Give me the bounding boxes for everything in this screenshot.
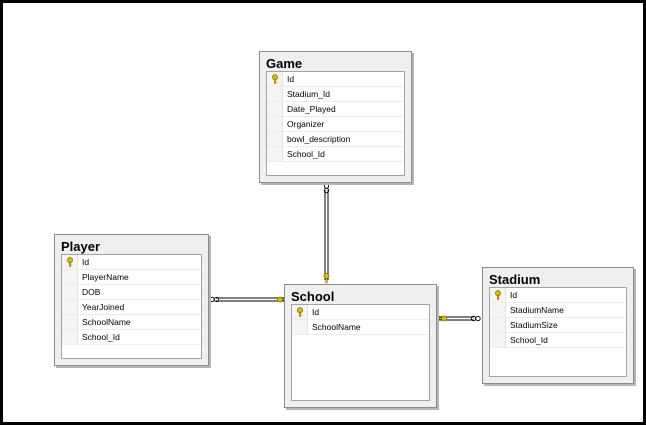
column-row[interactable]: YearJoined bbox=[62, 300, 201, 315]
column-list: Id Stadium_Id Date_Played Organizer bowl… bbox=[266, 71, 405, 176]
key-icon bbox=[495, 290, 501, 300]
column-row[interactable]: PlayerName bbox=[62, 270, 201, 285]
table-title[interactable]: Game bbox=[266, 56, 303, 71]
column-selector bbox=[267, 147, 283, 161]
column-selector bbox=[267, 117, 283, 131]
column-row[interactable]: DOB bbox=[62, 285, 201, 300]
column-name: Organizer bbox=[287, 119, 325, 129]
column-list: Id PlayerName DOB YearJoined SchoolName … bbox=[61, 254, 202, 359]
column-row[interactable]: Id bbox=[267, 72, 404, 87]
table-game[interactable]: Game Id Stadium_Id Date_Played Organizer… bbox=[259, 51, 412, 183]
column-row[interactable]: Id bbox=[292, 305, 429, 320]
column-selector bbox=[267, 87, 283, 101]
column-row[interactable]: Stadium_Id bbox=[267, 87, 404, 102]
column-name: StadiumSize bbox=[510, 320, 558, 330]
column-selector bbox=[490, 318, 506, 332]
key-icon bbox=[323, 273, 330, 284]
column-name: School_Id bbox=[82, 332, 120, 342]
column-row[interactable]: Organizer bbox=[267, 117, 404, 132]
column-row[interactable]: SchoolName bbox=[292, 320, 429, 335]
column-name: YearJoined bbox=[82, 302, 125, 312]
column-row[interactable]: bowl_description bbox=[267, 132, 404, 147]
infinity-icon bbox=[209, 296, 220, 303]
column-selector bbox=[62, 255, 78, 269]
column-name: DOB bbox=[82, 287, 101, 297]
column-name: Date_Played bbox=[287, 104, 336, 114]
column-selector bbox=[62, 270, 78, 284]
column-row[interactable]: Id bbox=[490, 288, 626, 303]
column-name: School_Id bbox=[510, 335, 548, 345]
column-row[interactable]: Id bbox=[62, 255, 201, 270]
column-selector bbox=[490, 333, 506, 347]
column-name: SchoolName bbox=[82, 317, 131, 327]
key-icon bbox=[67, 257, 73, 267]
column-name: Id bbox=[82, 257, 90, 267]
column-row[interactable]: School_Id bbox=[62, 330, 201, 345]
column-row[interactable]: Date_Played bbox=[267, 102, 404, 117]
column-row[interactable]: SchoolName bbox=[62, 315, 201, 330]
key-icon bbox=[297, 307, 303, 317]
column-selector bbox=[490, 303, 506, 317]
column-selector bbox=[267, 72, 283, 86]
column-name: StadiumName bbox=[510, 305, 564, 315]
infinity-icon bbox=[323, 183, 330, 194]
column-name: Id bbox=[312, 307, 320, 317]
column-list: Id StadiumName StadiumSize School_Id bbox=[489, 287, 627, 377]
column-selector bbox=[267, 102, 283, 116]
column-selector bbox=[292, 320, 308, 334]
column-name: PlayerName bbox=[82, 272, 129, 282]
table-school[interactable]: School Id SchoolName bbox=[284, 284, 437, 408]
column-name: SchoolName bbox=[312, 322, 361, 332]
column-selector bbox=[62, 315, 78, 329]
infinity-icon bbox=[470, 315, 481, 322]
column-selector bbox=[62, 285, 78, 299]
table-stadium[interactable]: Stadium Id StadiumName StadiumSize Schoo… bbox=[482, 267, 634, 384]
table-title[interactable]: Player bbox=[61, 239, 101, 254]
table-title[interactable]: Stadium bbox=[489, 272, 541, 287]
relationship-game-school[interactable] bbox=[323, 183, 330, 284]
column-selector bbox=[490, 288, 506, 302]
column-name: Id bbox=[287, 74, 295, 84]
column-selector bbox=[62, 330, 78, 344]
key-icon bbox=[272, 74, 278, 84]
relationship-stadium-school[interactable] bbox=[436, 315, 481, 322]
column-name: Stadium_Id bbox=[287, 89, 330, 99]
column-row[interactable]: StadiumName bbox=[490, 303, 626, 318]
column-selector bbox=[267, 132, 283, 146]
column-row[interactable]: School_Id bbox=[267, 147, 404, 162]
table-title[interactable]: School bbox=[291, 289, 335, 304]
table-player[interactable]: Player Id PlayerName DOB YearJoined Scho… bbox=[54, 234, 209, 366]
column-name: School_Id bbox=[287, 149, 325, 159]
key-icon bbox=[436, 315, 447, 322]
column-name: Id bbox=[510, 290, 518, 300]
column-row[interactable]: School_Id bbox=[490, 333, 626, 348]
relationship-player-school[interactable] bbox=[209, 296, 288, 303]
column-name: bowl_description bbox=[287, 134, 351, 144]
column-list: Id SchoolName bbox=[291, 304, 430, 401]
column-selector bbox=[62, 300, 78, 314]
column-row[interactable]: StadiumSize bbox=[490, 318, 626, 333]
column-selector bbox=[292, 305, 308, 319]
